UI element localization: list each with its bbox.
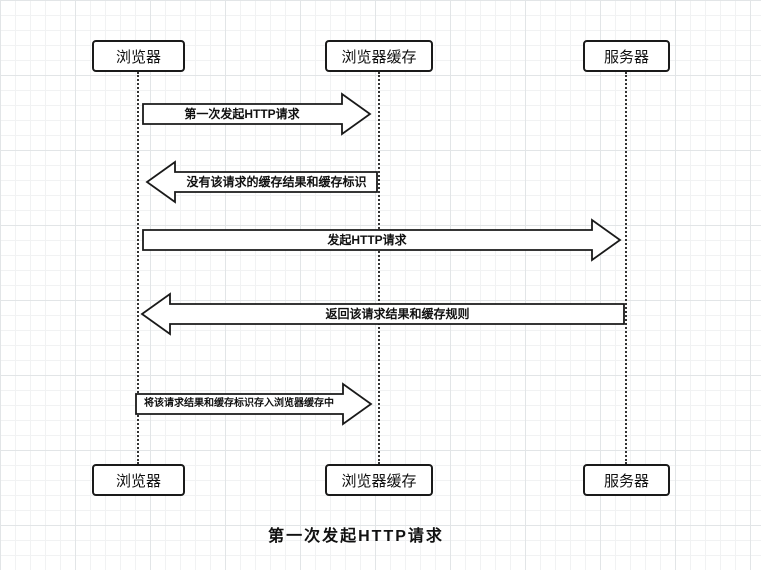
actor-browser-bottom: 浏览器 bbox=[92, 464, 185, 496]
actor-browser-top: 浏览器 bbox=[92, 40, 185, 72]
actor-browser-cache-top: 浏览器缓存 bbox=[325, 40, 433, 72]
message-label-store-in-cache: 将该请求结果和缓存标识存入浏览器缓存中 bbox=[144, 398, 334, 409]
actor-browser-cache-bottom-label: 浏览器缓存 bbox=[341, 472, 417, 490]
actor-server-top-label: 服务器 bbox=[603, 48, 649, 66]
message-arrow-send-http-request: 发起HTTP请求 bbox=[142, 218, 622, 262]
message-label-send-http-request: 发起HTTP请求 bbox=[327, 233, 407, 247]
actor-server-bottom-label: 服务器 bbox=[603, 472, 649, 490]
actor-server-top: 服务器 bbox=[583, 40, 670, 72]
diagram-caption: 第一次发起HTTP请求 bbox=[268, 528, 444, 545]
message-label-first-http-request: 第一次发起HTTP请求 bbox=[184, 107, 300, 121]
message-arrow-first-http-request: 第一次发起HTTP请求 bbox=[142, 92, 372, 136]
actor-browser-bottom-label: 浏览器 bbox=[115, 472, 161, 490]
message-arrow-no-cache-result: 没有该请求的缓存结果和缓存标识 bbox=[145, 160, 378, 204]
message-arrow-store-in-cache: 将该请求结果和缓存标识存入浏览器缓存中 bbox=[135, 382, 373, 426]
lifeline-browser bbox=[137, 72, 139, 464]
message-label-no-cache-result: 没有该请求的缓存结果和缓存标识 bbox=[186, 175, 367, 189]
actor-server-bottom: 服务器 bbox=[583, 464, 670, 496]
message-label-return-result-and-rules: 返回该请求结果和缓存规则 bbox=[325, 307, 470, 321]
actor-browser-cache-top-label: 浏览器缓存 bbox=[341, 48, 417, 66]
lifeline-browser-cache bbox=[378, 72, 380, 464]
lifeline-server bbox=[625, 72, 627, 464]
actor-browser-cache-bottom: 浏览器缓存 bbox=[325, 464, 433, 496]
actor-browser-top-label: 浏览器 bbox=[115, 48, 161, 66]
message-arrow-return-result-and-rules: 返回该请求结果和缓存规则 bbox=[140, 292, 625, 336]
